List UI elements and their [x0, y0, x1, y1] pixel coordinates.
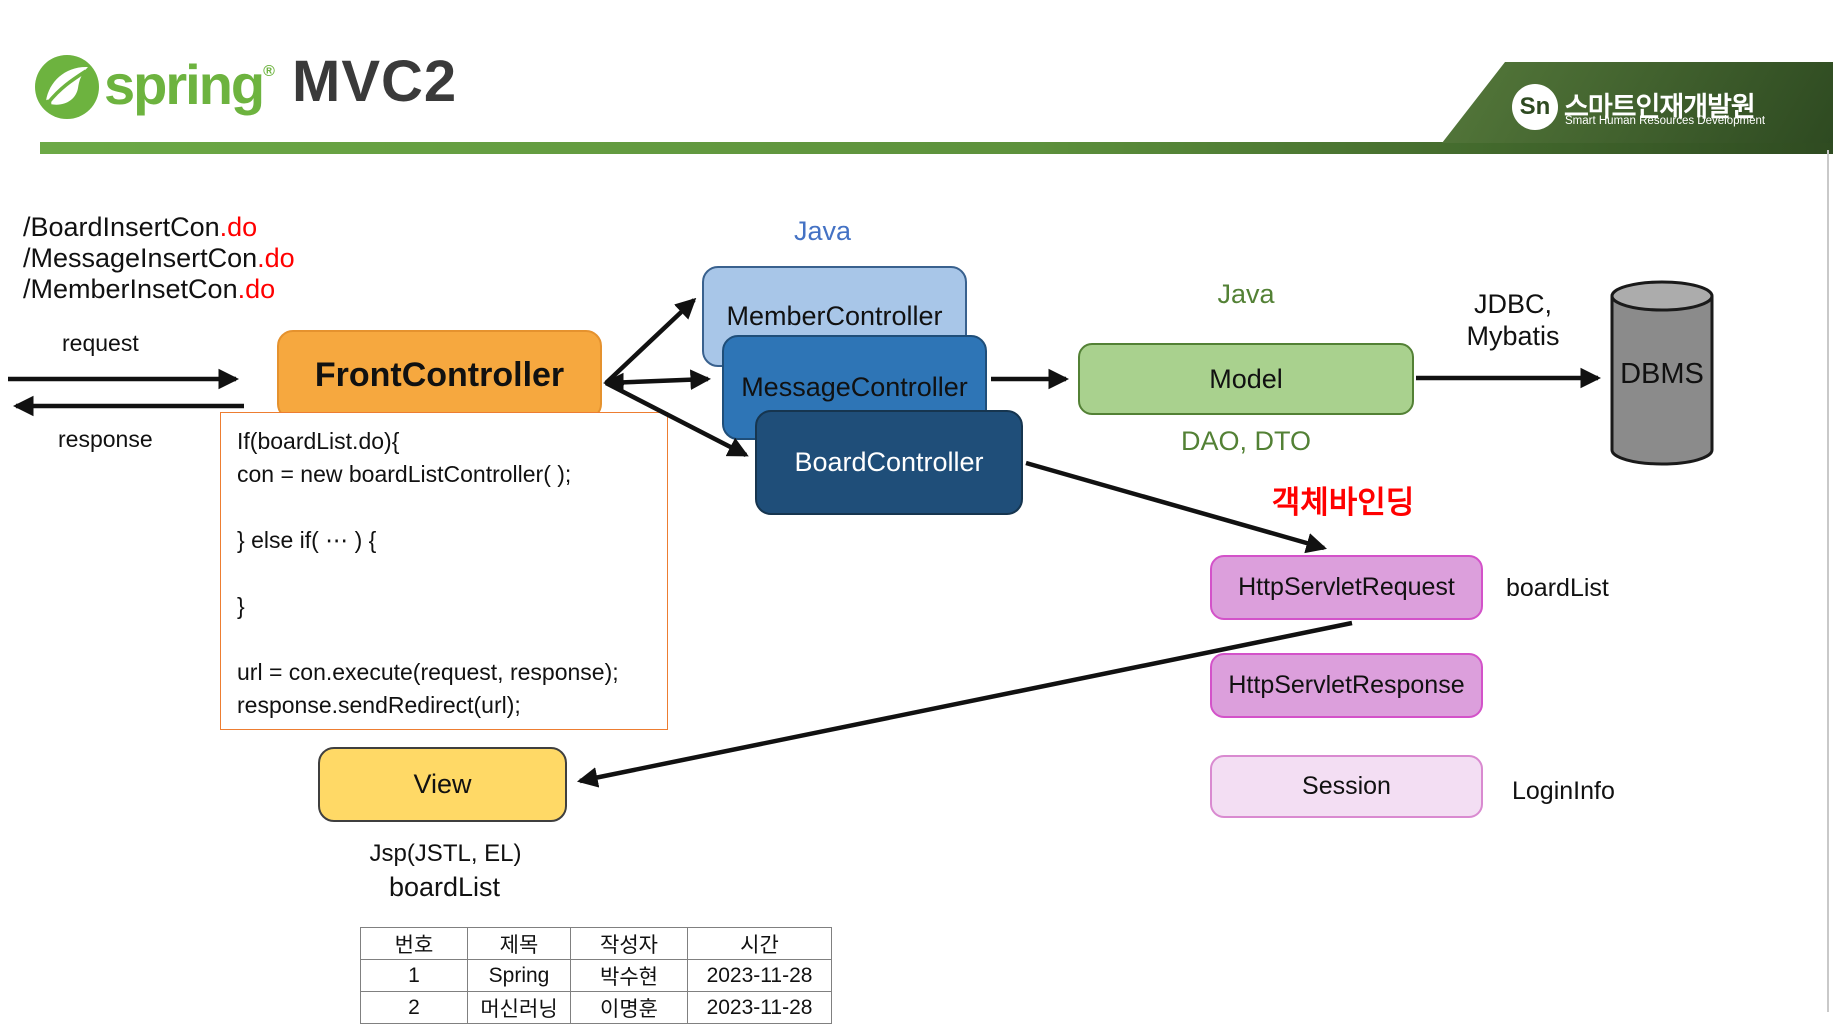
model-box: Model: [1078, 343, 1414, 415]
org-name-english: Smart Human Resources Development: [1565, 115, 1766, 127]
spring-leaf-icon: [35, 55, 99, 119]
front-controller-box: FrontController: [277, 330, 602, 420]
front-controller-code-box: If(boardList.do){ con = new boardListCon…: [220, 412, 668, 730]
table-header-row: 번호 제목 작성자 시간: [360, 927, 832, 960]
code-line: } else if( ⋯ ) {: [237, 527, 377, 553]
table-cell: 2023-11-28: [687, 991, 832, 1024]
col-header: 번호: [360, 927, 468, 960]
table-cell: 박수현: [570, 959, 688, 992]
code-line: [237, 557, 651, 590]
board-controller-box: BoardController: [755, 410, 1023, 515]
org-logo-icon: Sn: [1512, 84, 1558, 130]
code-line: If(boardList.do){: [237, 428, 400, 454]
route-list: /BoardInsertCon.do /MessageInsertCon.do …: [23, 212, 295, 305]
boardlist-note: boardList: [1506, 574, 1609, 602]
dbms-label: DBMS: [1620, 358, 1704, 390]
route-line: /MessageInsertCon.do: [23, 243, 295, 273]
http-servlet-request-box: HttpServletRequest: [1210, 555, 1483, 620]
code-line: }: [237, 593, 245, 619]
page-title: MVC2: [292, 49, 458, 114]
arrow-front-to-member: [604, 297, 697, 385]
view-boardlist-label: boardList: [388, 872, 501, 902]
brand-wordmark: spring®: [104, 52, 275, 117]
java-label-controllers: Java: [793, 216, 852, 246]
view-box: View: [318, 747, 567, 822]
table-cell: 1: [360, 959, 468, 992]
code-line: [237, 491, 651, 524]
code-line: url = con.execute(request, response);: [237, 659, 619, 685]
jdbc-line: JDBC,: [1473, 289, 1552, 319]
request-label: request: [62, 330, 139, 356]
dbms-cylinder-icon: [1610, 280, 1714, 466]
table-cell: 2023-11-28: [687, 959, 832, 992]
code-line: con = new boardListController( );: [237, 461, 572, 487]
arrow-front-to-message: [605, 369, 712, 391]
session-box: Session: [1210, 755, 1483, 818]
board-list-table: 번호 제목 작성자 시간 1 Spring 박수현 2023-11-28 2 머…: [360, 927, 832, 1024]
org-name-korean: 스마트인재개발원: [1564, 92, 1756, 122]
brand-name: spring: [104, 53, 265, 116]
route-line: /MemberInsetCon.do: [23, 274, 276, 304]
slide-right-border: [1827, 150, 1829, 1012]
java-label-model: Java: [1217, 279, 1275, 309]
code-line: [237, 623, 651, 656]
table-cell: 머신러닝: [467, 991, 571, 1024]
org-banner: [1442, 62, 1833, 143]
jdbc-mybatis-label: JDBC, Mybatis: [1446, 288, 1580, 352]
dao-dto-label: DAO, DTO: [1180, 426, 1312, 456]
code-line: response.sendRedirect(url);: [237, 692, 521, 718]
col-header: 작성자: [570, 927, 688, 960]
col-header: 제목: [467, 927, 571, 960]
col-header: 시간: [687, 927, 832, 960]
table-cell: 이명훈: [570, 991, 688, 1024]
jsp-tech-label: Jsp(JSTL, EL): [369, 840, 522, 867]
table-row: 2 머신러닝 이명훈 2023-11-28: [360, 991, 832, 1024]
trademark-symbol: ®: [263, 63, 275, 80]
object-binding-label: 객체바인딩: [1271, 485, 1415, 520]
table-cell: 2: [360, 991, 468, 1024]
table-cell: Spring: [467, 959, 571, 992]
http-servlet-response-box: HttpServletResponse: [1210, 653, 1483, 718]
route-line: /BoardInsertCon.do: [23, 212, 258, 242]
response-label: response: [58, 426, 153, 452]
table-row: 1 Spring 박수현 2023-11-28: [360, 959, 832, 992]
header-divider-bar: [40, 142, 1833, 154]
jdbc-line: Mybatis: [1466, 321, 1560, 351]
logininfo-note: LoginInfo: [1512, 777, 1615, 805]
